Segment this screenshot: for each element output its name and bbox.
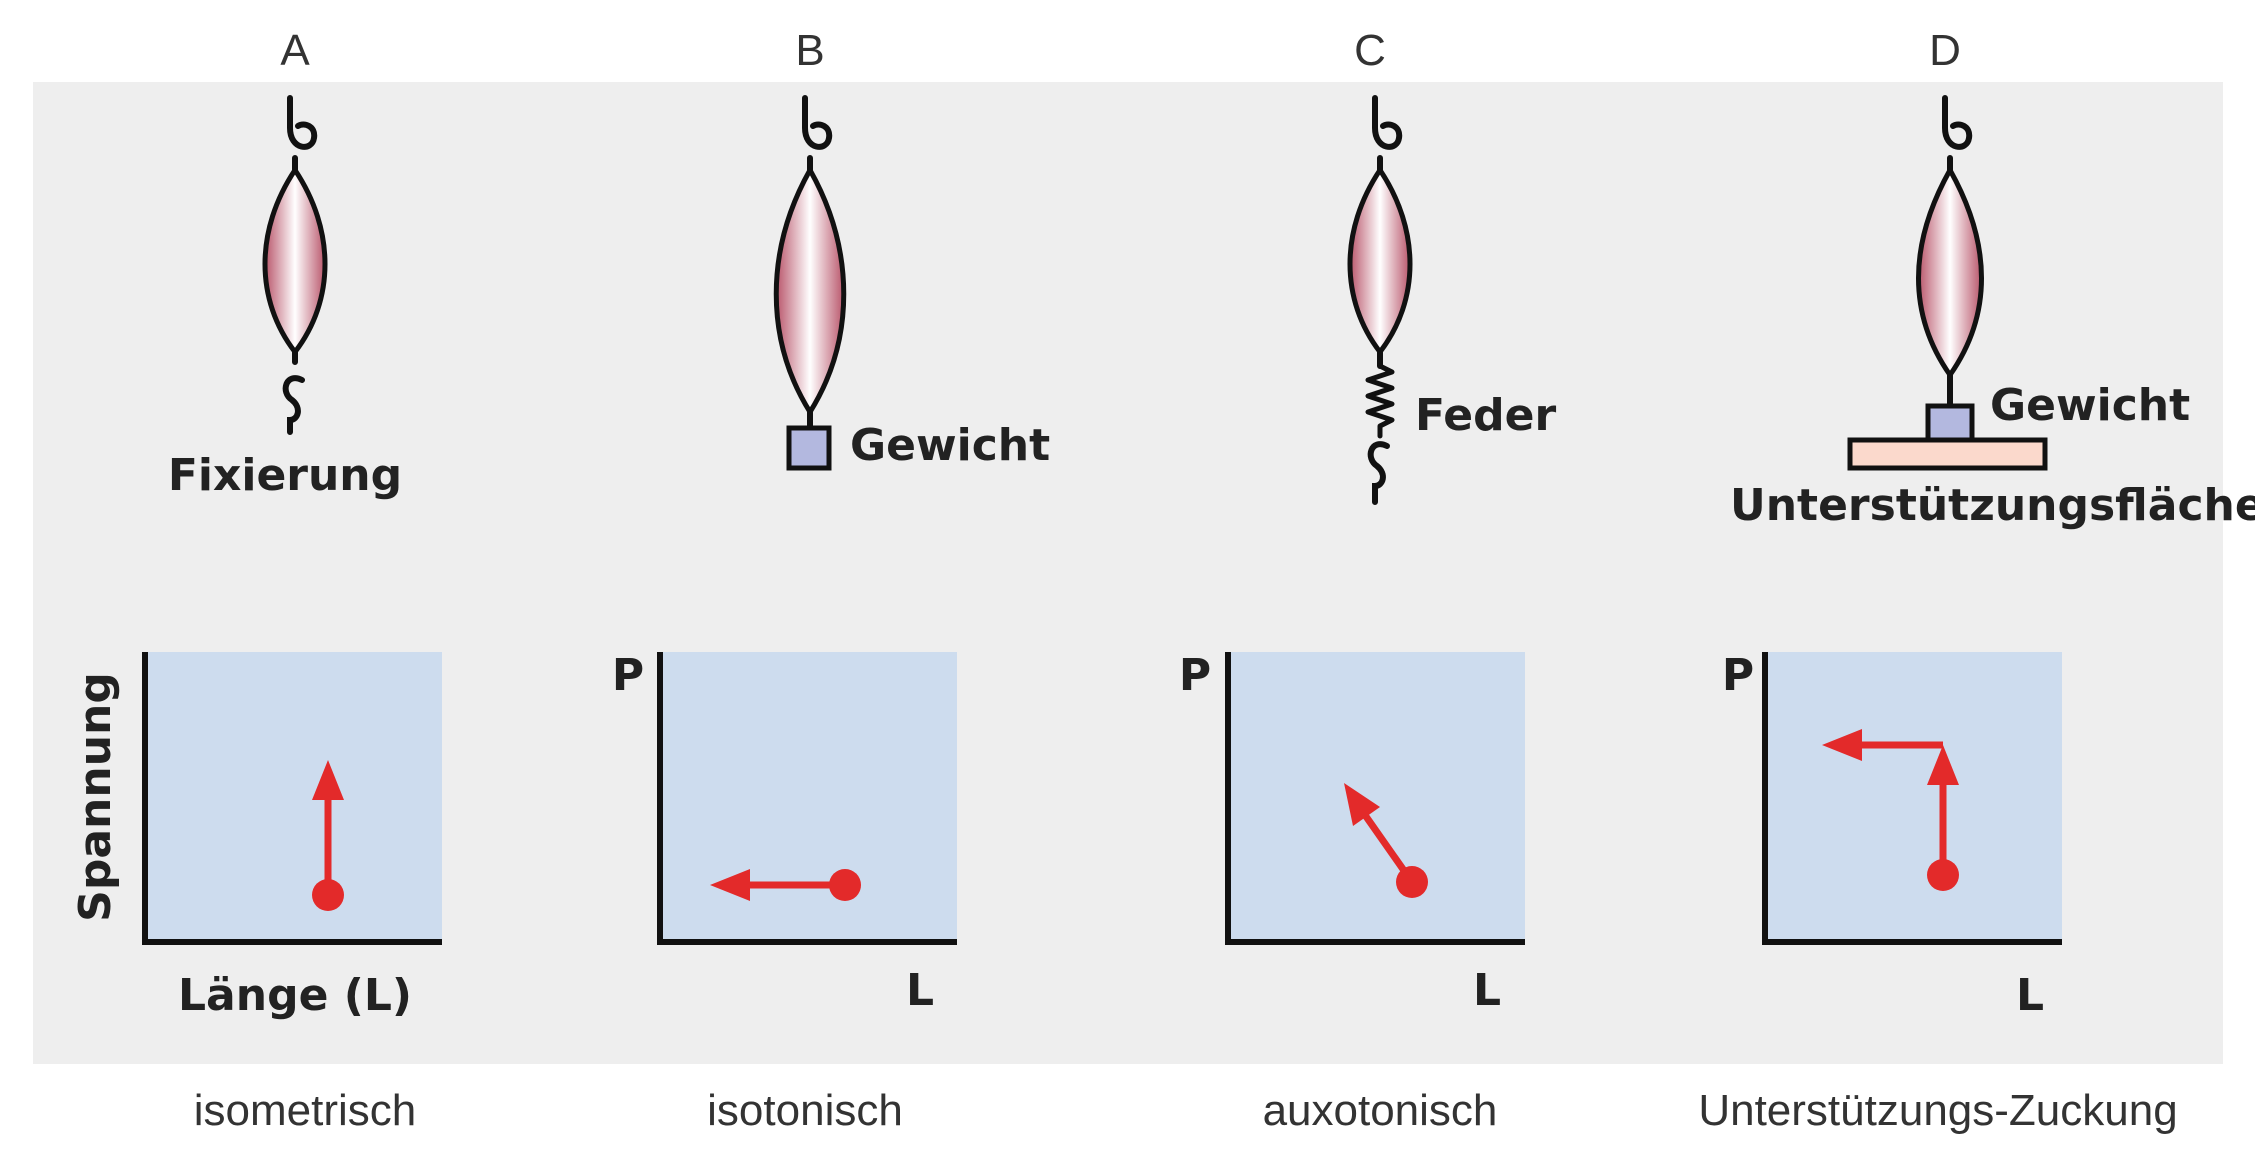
weight-icon [1925,403,1975,443]
top-hook-icon [1372,95,1403,150]
plot-a [142,652,442,945]
start-point [1396,866,1428,898]
plot-axes [1225,652,1525,945]
xlabel-l-c: L [1473,965,1501,1016]
bottom-hook-icon [282,375,305,435]
start-point [312,879,344,911]
plot-c [1225,652,1525,945]
top-hook-icon [802,95,833,150]
plot-axes [657,652,957,945]
apparatus-b [773,95,847,471]
xlabel-l-b: L [906,965,934,1016]
column-letter-c: C [1354,26,1386,75]
caption-isometrisch: isometrisch [194,1086,417,1135]
column-letter-a: A [280,26,310,75]
weight-icon [786,425,832,471]
caption-isotonisch: isotonisch [707,1086,903,1135]
isometric-phase-arrow-head-icon [1927,745,1959,785]
ylabel-p-d: P [1722,650,1754,701]
spring-icon [1365,363,1395,439]
caption-unterstuetzungs-zuckung: Unterstützungs-Zuckung [1698,1086,2177,1135]
apparatus-a [262,95,328,435]
bottom-hook-icon [1367,441,1390,505]
fixierung-label: Fixierung [168,450,402,501]
plot-area [1228,652,1525,942]
plot-axes [1762,652,2062,945]
top-hook-icon [1942,95,1973,150]
gewicht-label-d: Gewicht [1990,380,2190,431]
xlabel-l-d: L [2016,970,2044,1021]
isotonic-phase-arrow-head-icon [1822,729,1862,761]
plot-d [1762,652,2062,945]
column-letter-b: B [795,26,824,75]
plot-axes [142,652,442,945]
start-point [829,869,861,901]
plot-area [1765,652,2062,942]
apparatus-c [1347,95,1413,505]
ylabel-p-b: P [612,650,644,701]
ylabel-p-c: P [1179,650,1211,701]
auxotonic-arrow-head-icon [1344,783,1380,826]
support-surface-icon [1847,437,2048,471]
gewicht-label-b: Gewicht [850,420,1050,471]
xlabel-laenge: Länge (L) [178,970,412,1021]
feder-label: Feder [1415,390,1556,441]
column-letter-d: D [1929,26,1961,75]
plot-b [657,652,957,945]
length-arrow-head-icon [710,869,750,901]
unterstuetzungsflaeche-label: Unterstützungsfläche [1730,480,2255,531]
apparatus-d [1847,95,2048,471]
plot-area [660,652,957,942]
start-point [1927,859,1959,891]
plot-area [145,652,442,942]
top-hook-icon [287,95,318,150]
caption-auxotonisch: auxotonisch [1263,1086,1498,1135]
tension-arrow-head-icon [312,760,344,800]
ylabel-spannung: Spannung [70,672,121,922]
